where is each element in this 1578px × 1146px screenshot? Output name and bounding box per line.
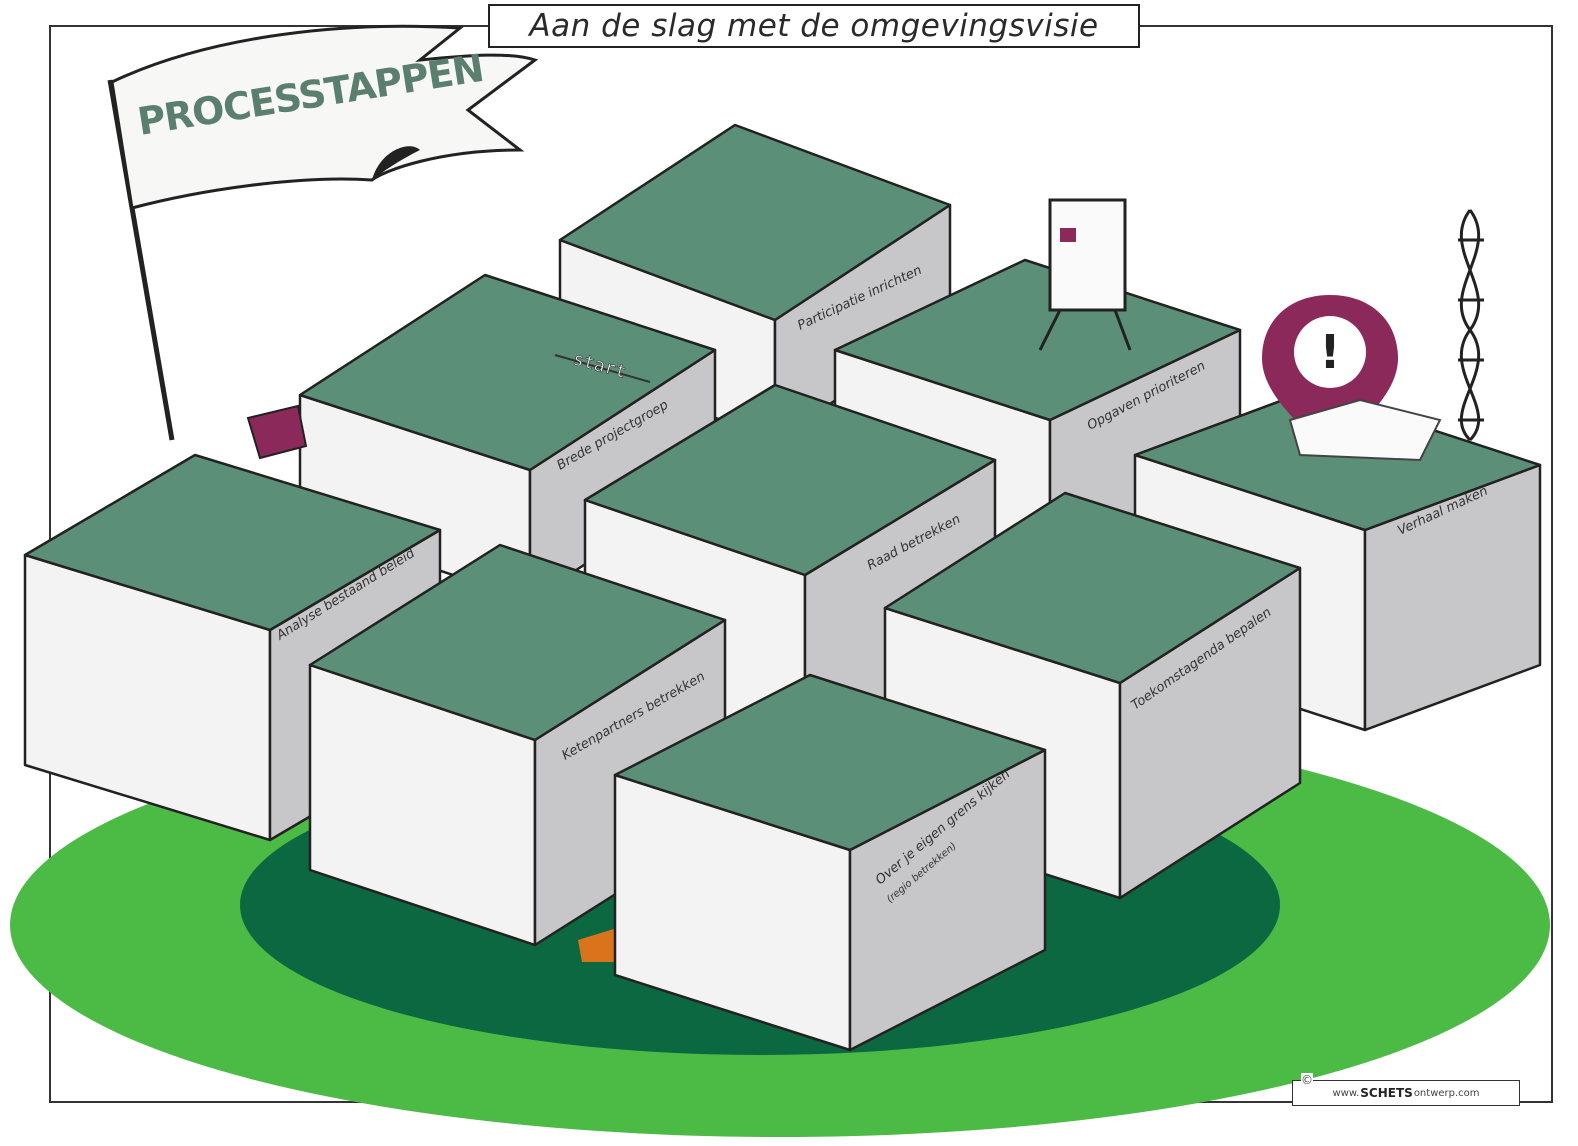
credit-suffix: ontwerp.com bbox=[1413, 1087, 1480, 1099]
flag-fold bbox=[372, 146, 420, 180]
box-top-face bbox=[883, 491, 1302, 685]
box-top-face bbox=[23, 453, 442, 632]
process-step-box: Over je eigen grens kijken(regio betrekk… bbox=[613, 673, 1047, 1052]
box-top-face bbox=[558, 123, 952, 322]
flipchart-icon bbox=[1038, 198, 1132, 351]
box-top-face bbox=[833, 258, 1242, 422]
box-top-face bbox=[613, 673, 1047, 852]
dna-helix-icon bbox=[1458, 209, 1484, 442]
page-title: Aan de slag met de omgevingsvisie bbox=[488, 4, 1140, 48]
credit-brand: SCHETS bbox=[1360, 1086, 1413, 1100]
purple-board-icon bbox=[246, 404, 308, 460]
box-top-face bbox=[1133, 388, 1542, 532]
box-top-face bbox=[583, 383, 997, 577]
credit-prefix: www. bbox=[1332, 1087, 1360, 1099]
credit-badge: © www. SCHETS ontwerp.com bbox=[1292, 1073, 1520, 1106]
flag-cloth bbox=[110, 24, 539, 210]
flag: PROCESSTAPPEN bbox=[107, 24, 539, 441]
map-pin-icon: ! bbox=[1262, 295, 1442, 462]
process-step-box: Brede projectgroep bbox=[298, 273, 717, 602]
exclamation-icon: ! bbox=[1320, 325, 1341, 379]
copyright-icon: © bbox=[1301, 1073, 1313, 1087]
box-top-face bbox=[308, 543, 727, 742]
box-top-face bbox=[298, 273, 717, 472]
